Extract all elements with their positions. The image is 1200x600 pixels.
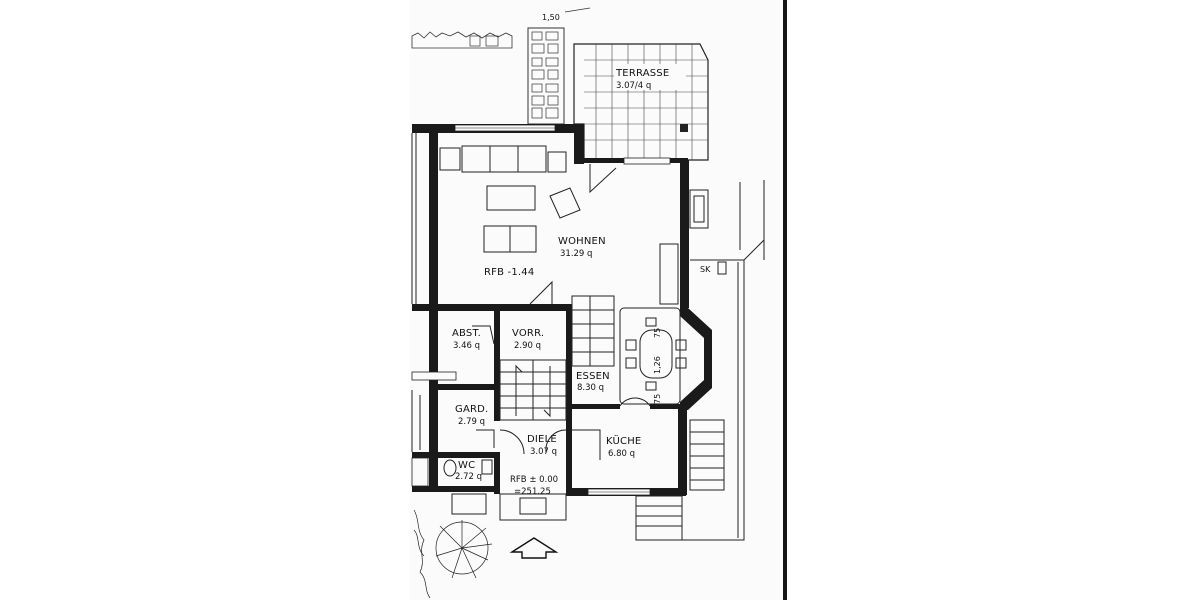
vorr-label: VORR. — [512, 328, 544, 339]
left-outer-edge — [411, 133, 421, 452]
stairs-upper — [571, 295, 615, 367]
top-note: 1,50 — [542, 13, 560, 22]
dim-75-top: 75 — [653, 328, 662, 338]
outside-steps — [635, 180, 765, 541]
dim-126: 1,26 — [653, 356, 662, 374]
plan-sheet — [410, 0, 785, 600]
wohnen-area: 31.29 q — [560, 249, 592, 259]
dining-set — [619, 307, 687, 405]
terrasse-label: TERRASSE — [615, 68, 669, 79]
abst-area: 3.46 q — [453, 341, 480, 351]
gard-label: GARD. — [455, 404, 488, 415]
dim-75-bottom: 75 — [653, 394, 662, 404]
windows — [411, 124, 671, 496]
vorr-area: 2.90 q — [514, 341, 541, 351]
terrasse-area: TERRASSE 3.07/4 q — [573, 43, 709, 161]
abst-label: ABST. — [452, 328, 481, 339]
stone-pillar — [527, 27, 565, 125]
wc-label: WC — [458, 460, 475, 471]
living-furniture — [439, 145, 679, 305]
entrance-step — [451, 493, 567, 521]
right-fixtures — [689, 189, 727, 275]
rfb-lower-label: RFB ± 0.00 — [510, 475, 558, 485]
wc-area: 2.72 q — [455, 472, 482, 482]
diele-area: 3.07 q — [530, 447, 557, 457]
sk-label: SK — [700, 265, 711, 274]
garden-hedge-top — [411, 31, 513, 49]
rfb-upper-label: RFB -1.44 — [484, 267, 534, 278]
entrance-arrow-icon — [509, 537, 559, 559]
sheet-edge — [783, 0, 787, 600]
kueche-label: KÜCHE — [606, 434, 641, 447]
exterior-walls — [412, 124, 712, 496]
wc-fixtures — [443, 459, 493, 477]
stairs-left — [499, 359, 567, 421]
essen-area: 8.30 q — [577, 383, 604, 393]
gard-area: 2.79 q — [458, 417, 485, 427]
tree-icon — [413, 509, 493, 599]
kueche-area: 6.80 q — [608, 449, 635, 459]
wohnen-label: WOHNEN — [558, 236, 606, 247]
rfb-lower-value: =251.25 — [514, 487, 551, 497]
essen-label: ESSEN — [576, 371, 610, 382]
diele-label: DIELE — [527, 434, 557, 445]
terrasse-area-value: 3.07/4 q — [616, 81, 651, 91]
